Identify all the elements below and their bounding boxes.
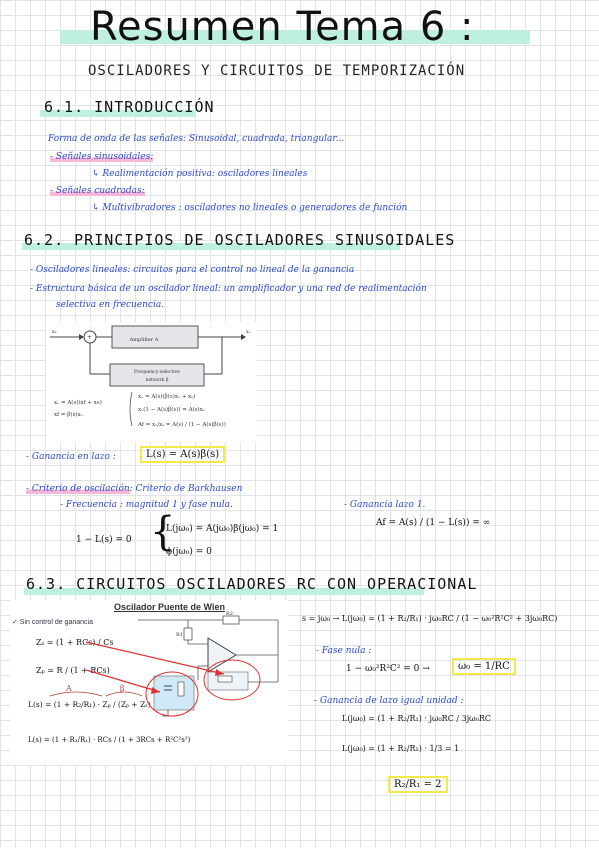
diagram-eq5: Af = xₒ/xₛ = A(s) / (1 − A(s)β(s)): [137, 421, 226, 428]
text-loop-gain-label: - Ganancia en lazo :: [26, 452, 116, 462]
condition-magnitude: L(jω₀) = A(jω₀)β(jω₀) = 1: [166, 524, 279, 534]
wien-zs: Zₛ = (1 + RCs) / Cs: [36, 638, 114, 647]
zero-phase-equation: 1 − ω₀²R²C² = 0 →: [346, 664, 430, 674]
unity-gain-eq2: L(jω₀) = (1 + R₂/R₁) · 1/3 = 1: [342, 744, 460, 753]
text-oscillation-criterion: - Criterio de oscilación: Criterio de Ba…: [26, 484, 242, 494]
page-title: Resumen Tema 6 :: [90, 4, 475, 50]
unity-gain-eq1: L(jω₀) = (1 + R₂/R₁) · jω₀RC / 3jω₀RC: [342, 714, 492, 723]
wien-r2-label: R2: [226, 611, 233, 617]
diagram-eq2: xf = β(s)xₒ: [54, 411, 83, 418]
wien-annotation-arrows: [49, 641, 225, 697]
text-61-square-label: - Señales cuadradas:: [50, 186, 145, 196]
diagram-xs: xₛ: [52, 329, 57, 335]
heading-61-highlight: [40, 110, 195, 117]
wien-zp: Zₚ = R / (1 + RCs): [36, 666, 110, 675]
section-heading-61: 6.1. INTRODUCCIÓN: [44, 98, 215, 116]
diagram-eq4: xₒ(1 − A(s)β(s)) = A(s)xₛ: [138, 406, 205, 413]
page-subtitle: OSCILADORES Y CIRCUITOS DE TEMPORIZACIÓN: [88, 63, 466, 79]
wien-ls2: L(s) = (1 + R₂/R₁) · RCs / (1 + 3RCs + R…: [28, 736, 191, 744]
text-61-square: - Señales cuadradas:: [50, 186, 145, 196]
text-62-structure: - Estructura básica de un oscilador line…: [30, 284, 427, 294]
diagram-net-label-1: Frequency-selective: [134, 369, 180, 375]
text-61-sinusoidal-label: - Señales sinusoidales:: [50, 152, 154, 162]
wien-ls1: L(s) = (1 + R₂/R₁) · Zₚ / (Zₚ + Zₛ): [28, 700, 151, 709]
diagram-eq3: xₒ = A(s)(β(s)xₒ + xₛ): [138, 393, 195, 400]
diagram-xo: xₒ: [246, 329, 251, 335]
text-61-multivibrators: ↳ Multivibradores : osciladores no linea…: [92, 203, 408, 213]
condition-left: 1 − L(s) = 0: [76, 535, 132, 545]
heading-63-highlight: [24, 588, 424, 595]
diagram-plus: +: [87, 334, 92, 341]
wien-ann-b: β: [120, 684, 125, 693]
text-61-positive-feedback: ↳ Realimentación positiva: osciladores l…: [92, 169, 308, 179]
text-zero-phase: - Fase nula :: [316, 646, 372, 656]
title-highlight: [60, 30, 530, 44]
wien-bridge-panel: Oscilador Puente de Wien ✓ Sin control d…: [10, 600, 288, 765]
diagram-net-label-2: network β: [146, 377, 169, 383]
feedback-block-diagram: Amplifier A Frequency-selective network …: [46, 322, 256, 442]
condition-brace: {: [150, 509, 176, 555]
text-62-linear-osc: - Osciladores lineales: circuitos para e…: [30, 265, 355, 275]
wien-subtitle: ✓ Sin control de ganancia: [12, 619, 93, 626]
diagram-eq1: xₒ = A(s)(xf + xs): [54, 399, 102, 406]
condition-phase: ϕ(jω₀) = 0: [166, 547, 212, 557]
section-heading-63: 6.3. CIRCUITOS OSCILADORES RC CON OPERAC…: [26, 575, 478, 593]
r2-r1-ratio-result: R₂/R₁ = 2: [388, 776, 448, 793]
text-criterion-rest: : Criterio de Barkhausen: [129, 484, 243, 494]
sub-equation: s = jω₀ → L(jω₀) = (1 + R₂/R₁) · jω₀RC /…: [302, 614, 558, 623]
loop-gain-equation: L(s) = A(s)β(s): [140, 446, 226, 463]
text-61-sinusoidal: - Señales sinusoidales:: [50, 152, 154, 162]
wien-title: Oscilador Puente de Wien: [114, 602, 225, 612]
text-loop-gain-one: - Ganancia lazo 1.: [344, 500, 426, 510]
omega0-result: ω₀ = 1/RC: [452, 658, 516, 675]
af-infinite-equation: Af = A(s) / (1 − L(s)) = ∞: [376, 518, 491, 528]
text-criterion-label: - Criterio de oscilación: [26, 484, 130, 494]
text-unity-gain: - Ganancia de lazo igual unidad :: [314, 696, 464, 706]
text-frequency-cond: - Frecuencia : magnitud 1 y fase nula.: [60, 500, 233, 510]
wien-circuit: R2 R1: [138, 611, 279, 717]
heading-62-highlight: [22, 243, 400, 250]
diagram-amp-label: Amplifier A: [129, 337, 159, 343]
wien-r1-label: R1: [176, 632, 183, 638]
wien-ann-a: A: [66, 684, 72, 693]
text-62-selective: selectiva en frecuencia.: [56, 300, 165, 310]
section-heading-62: 6.2. PRINCIPIOS DE OSCILADORES SINUSOIDA…: [24, 231, 456, 249]
text-61-waveforms: Forma de onda de las señales: Sinusoidal…: [48, 134, 345, 144]
